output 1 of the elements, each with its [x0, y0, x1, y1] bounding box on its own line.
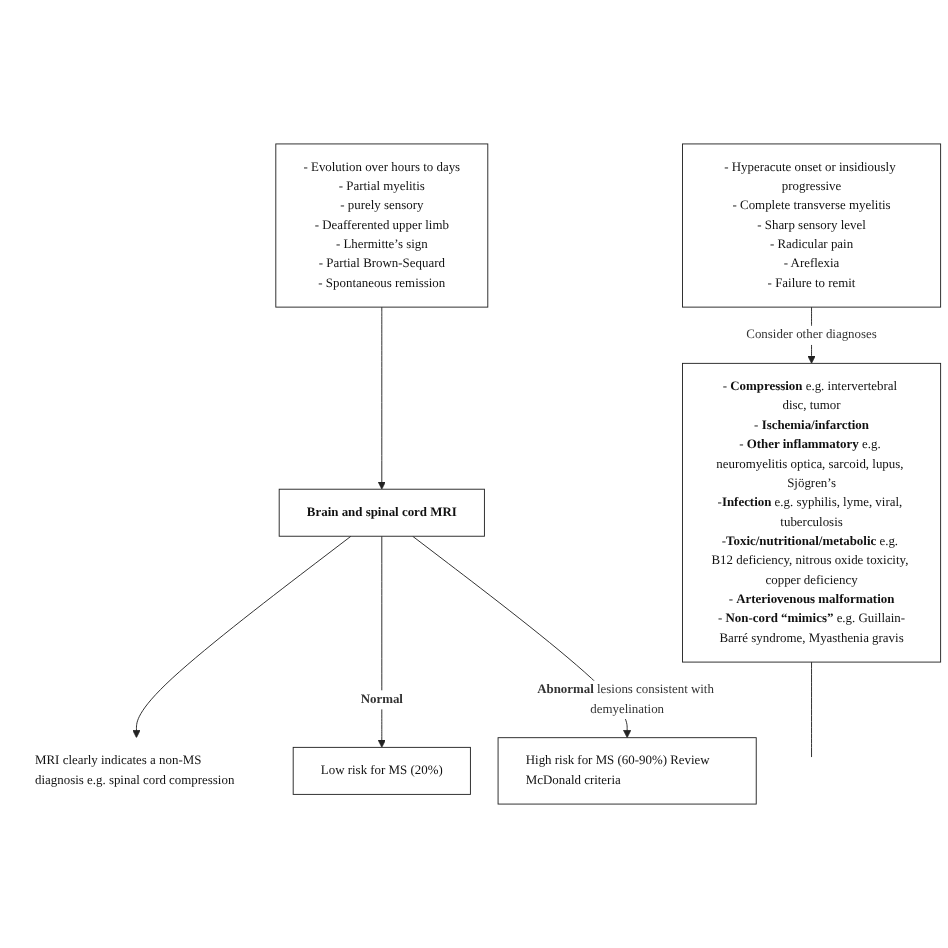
- connector: [811, 661, 812, 758]
